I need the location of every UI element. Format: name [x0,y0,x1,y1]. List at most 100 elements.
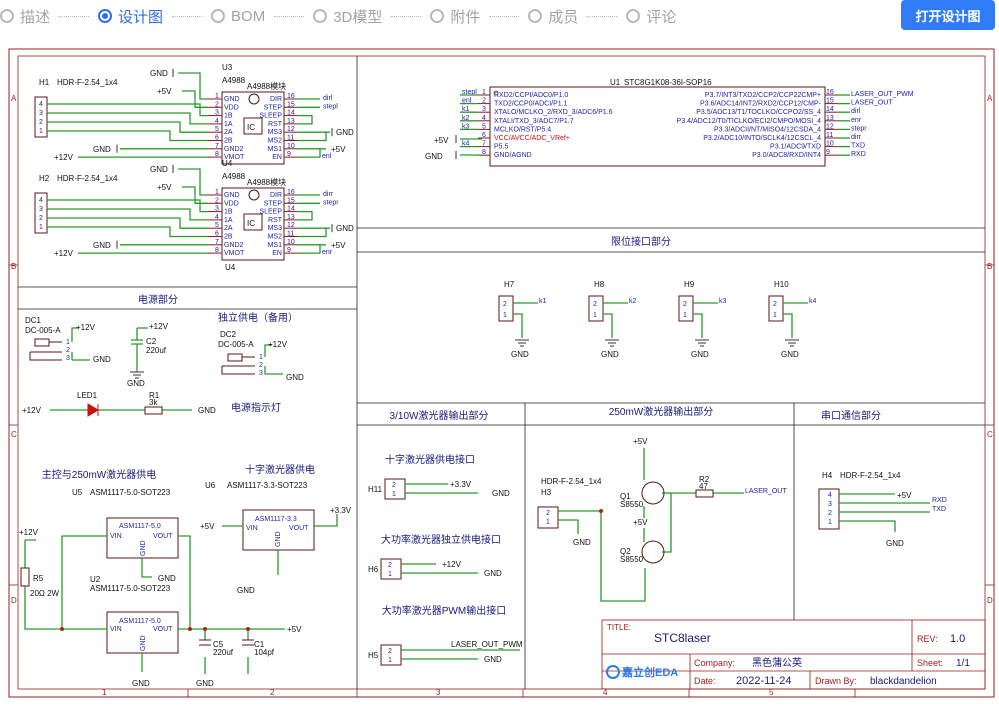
dc-jack-dc1[interactable]: DC1 DC-005-A 123 +12V GND [25,316,111,364]
net-label: GND [691,350,709,359]
header-ref: H8 [594,280,605,289]
net-label: GND [93,241,111,250]
u2-vin: VIN [110,626,122,633]
header-h6[interactable]: H6 21 +12V GND [368,558,502,580]
tab-label: 附件 [450,8,481,26]
col-label: 5 [769,688,774,697]
pin-label: MCLKO/RST/P5.4 [494,126,551,133]
u5-ref: U5 [72,488,83,497]
svg-text:3: 3 [259,370,263,377]
header-pin: 1 [39,128,43,135]
radio-icon [528,9,543,23]
row-label: A [11,94,17,103]
header-pin: 2 [683,301,687,308]
tab-members[interactable]: 成员 [528,6,578,27]
svg-text:2: 2 [66,347,70,354]
power-led[interactable]: +12V LED1 R1 3k GND [22,391,216,417]
net-label: enr [322,249,333,256]
regulator-u6[interactable]: U6 ASM1117-3.3-SOT223 ASM1117-3.3 VIN VO… [200,481,352,595]
header-ref: H7 [504,280,515,289]
pin-label: VMOT [224,250,245,257]
uart-tx: TXD [932,506,946,513]
capacitor-c5[interactable]: C5 220uf [199,639,234,657]
header-h5[interactable]: H5 21 LASER_OUT_PWM GND [368,640,523,666]
pin-label: MS1 [268,242,283,249]
pin-label: P3.0/ADC8/RXD/INT4 [752,152,821,159]
capacitor-c1[interactable]: C1 104pf [242,639,275,657]
header-h11[interactable]: H11 21 +3.3V GND [368,478,510,500]
net-label: GND [886,539,904,548]
r2-ref: R2 [699,475,710,484]
sheet-value: 1/1 [956,658,970,669]
resistor-r5[interactable]: R5 20Ω 2W [20,567,60,598]
h4-name: HDR-F-2.54_1x4 [840,471,901,480]
svg-text:1: 1 [388,571,392,578]
svg-text:3: 3 [828,501,832,508]
pin-label: P3.7/INT3/TXD2/CCP2/CCP22CMP+ [705,92,821,99]
row-label: C [11,430,17,439]
dc2-name: DC-005-A [218,340,254,349]
svg-text:2: 2 [388,562,392,569]
svg-text:2: 2 [546,510,550,517]
c2-val: 220uf [146,346,167,355]
rev-value: 1.0 [950,633,965,645]
section-title-laser-3-10w: 3/10W激光器输出部分 [390,409,489,422]
capacitor-c2[interactable]: +12V C2 220uf GND [127,322,169,388]
schematic-canvas[interactable]: A B C D A B C D 1 2 3 4 5 电源部分 限位接口部分 3/… [0,32,999,708]
pin-number: 14 [826,106,834,113]
regulator-u5[interactable]: U5 ASM1117-5.0-SOT223 ASM1117-5.0 VIN VO… [72,488,179,559]
row-label: D [11,596,17,605]
h5-ref: H5 [368,651,379,660]
pin-number: 7 [215,143,219,150]
pin-label: MS2 [268,234,283,241]
net-label: GND [127,379,145,388]
tab-attachments[interactable]: 附件 [430,6,480,27]
col-label: 2 [270,688,275,697]
net-label: +3.3V [330,506,352,515]
pin-label: 1A [224,217,233,224]
u6-ref: U6 [205,481,216,490]
net-label: +12V [149,322,169,331]
u5-chip: ASM1117-5.0 [119,523,161,530]
net-label: LASER_OUT_PWM [451,640,523,649]
tab-description[interactable]: 描述 [0,6,50,27]
pin-label: GND [224,192,240,199]
driver-ref: U3 [222,63,233,72]
driver-name: A4988 [222,172,246,181]
pin-number: 15 [826,98,834,105]
pin-number: 1 [215,189,219,196]
tab-design[interactable]: 设计图 [98,6,163,27]
net-label: k3 [719,298,727,305]
h4-ref: H4 [822,471,833,480]
pin-label: RST [268,121,283,128]
dc-jack-dc2[interactable]: DC2 DC-005-A 123 +12V GND [218,330,304,382]
net-label: GND [601,350,619,359]
tab-3d-model[interactable]: 3D模型 [313,6,382,27]
net-label: +5V [287,625,302,634]
tab-comments[interactable]: 评论 [626,6,676,27]
h11-ref: H11 [368,485,383,494]
laser-250mw-driver[interactable]: HDR-F-2.54_1x4 H3 21 +5V +5V GND Q1 S855… [537,437,787,602]
pin-label: MS3 [268,225,283,232]
tab-bom[interactable]: BOM [211,8,265,25]
net-label: GND [336,128,354,137]
header-pin: 1 [39,224,43,231]
header-pin: 1 [593,312,597,319]
regulator-u2[interactable]: U2 ASM1117-5.0-SOT223 ASM1117-5.0 VIN VO… [90,575,179,654]
radio-icon [430,9,445,23]
pin-number: 16 [287,93,295,100]
net-label: enl [462,98,472,105]
open-design-button[interactable]: 打开设计图 [901,0,995,30]
radio-icon [626,9,641,23]
net-label: GND [484,569,502,578]
separator [489,15,520,17]
pin-number: 10 [287,239,295,246]
